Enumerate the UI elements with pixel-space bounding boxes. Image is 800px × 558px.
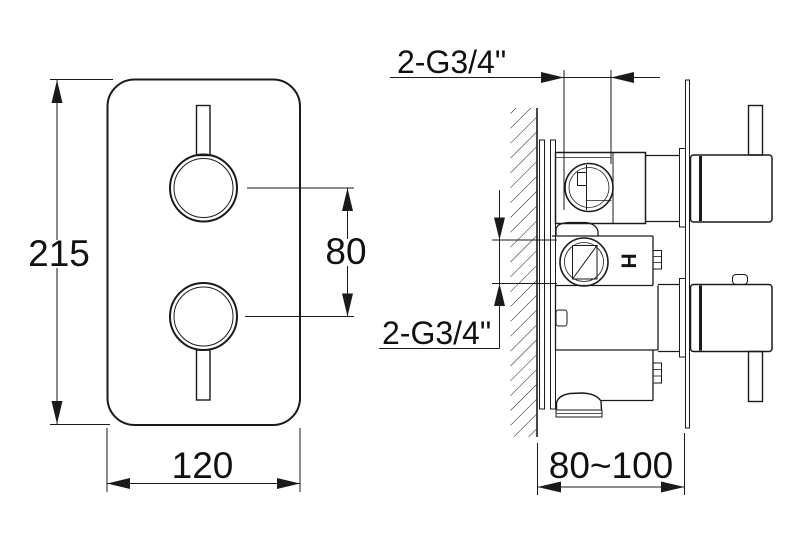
arrow-right-icon bbox=[661, 481, 685, 493]
dim-label-width: 120 bbox=[172, 445, 234, 486]
side-plug bbox=[555, 309, 568, 327]
side-view: H bbox=[510, 79, 773, 437]
connector-rib-top bbox=[652, 250, 662, 270]
bottom-knob bbox=[169, 282, 238, 351]
arrow-down-icon bbox=[494, 217, 505, 240]
arrow-down-icon bbox=[51, 401, 63, 424]
arrow-up-icon bbox=[51, 80, 63, 103]
bottom-handle bbox=[689, 283, 773, 353]
dimension-height-215: 215 bbox=[28, 79, 113, 425]
top-handle bbox=[689, 154, 773, 223]
dimension-spacing-80: 80 bbox=[245, 187, 367, 317]
arrow-up-icon bbox=[494, 283, 505, 306]
arrow-left-icon bbox=[537, 481, 561, 493]
thread-label-top: 2-G3/4" bbox=[397, 44, 506, 80]
bottom-knob-lever bbox=[195, 349, 211, 401]
override-button bbox=[732, 274, 748, 285]
dimension-thread-top: 2-G3/4" bbox=[390, 44, 660, 210]
arrow-up-icon bbox=[342, 188, 353, 211]
bottom-handle-lever bbox=[747, 350, 764, 403]
lower-inlet-port bbox=[559, 237, 609, 287]
arrow-right-icon bbox=[541, 72, 564, 83]
valve-back-plate bbox=[550, 139, 556, 410]
upper-valve-body bbox=[554, 151, 647, 225]
arrow-right-icon bbox=[277, 478, 300, 489]
thread-label-mid: 2-G3/4" bbox=[382, 315, 491, 351]
top-knob-lever bbox=[195, 104, 211, 157]
faceplate bbox=[106, 78, 301, 426]
arrow-down-icon bbox=[342, 293, 353, 317]
connector-rib-bottom bbox=[652, 362, 662, 384]
bottom-handle-collar bbox=[679, 278, 686, 358]
dim-label-depth: 80~100 bbox=[549, 445, 674, 486]
top-inlet-port bbox=[564, 162, 614, 213]
dimension-depth: 80~100 bbox=[537, 433, 685, 495]
wall-hatch bbox=[510, 108, 537, 437]
dim-label-spacing: 80 bbox=[325, 231, 366, 272]
dimension-width-120: 120 bbox=[106, 428, 301, 492]
front-view bbox=[106, 78, 301, 426]
top-handle-collar bbox=[679, 148, 686, 228]
top-knob bbox=[169, 153, 238, 223]
mounting-plate bbox=[539, 139, 545, 410]
dimension-thread-mid: 2-G3/4" bbox=[379, 190, 557, 351]
cartridge-dome bbox=[555, 221, 599, 236]
bottom-outlet bbox=[555, 392, 603, 411]
top-knob-inner-ring bbox=[173, 158, 234, 218]
faceplate-side bbox=[685, 79, 690, 429]
bottom-knob-inner-ring bbox=[173, 286, 234, 347]
valve-marking-label: H bbox=[617, 253, 640, 268]
dim-label-height: 215 bbox=[28, 233, 90, 274]
arrow-left-icon bbox=[611, 72, 634, 83]
arrow-left-icon bbox=[107, 478, 130, 489]
top-handle-lever bbox=[747, 104, 764, 156]
